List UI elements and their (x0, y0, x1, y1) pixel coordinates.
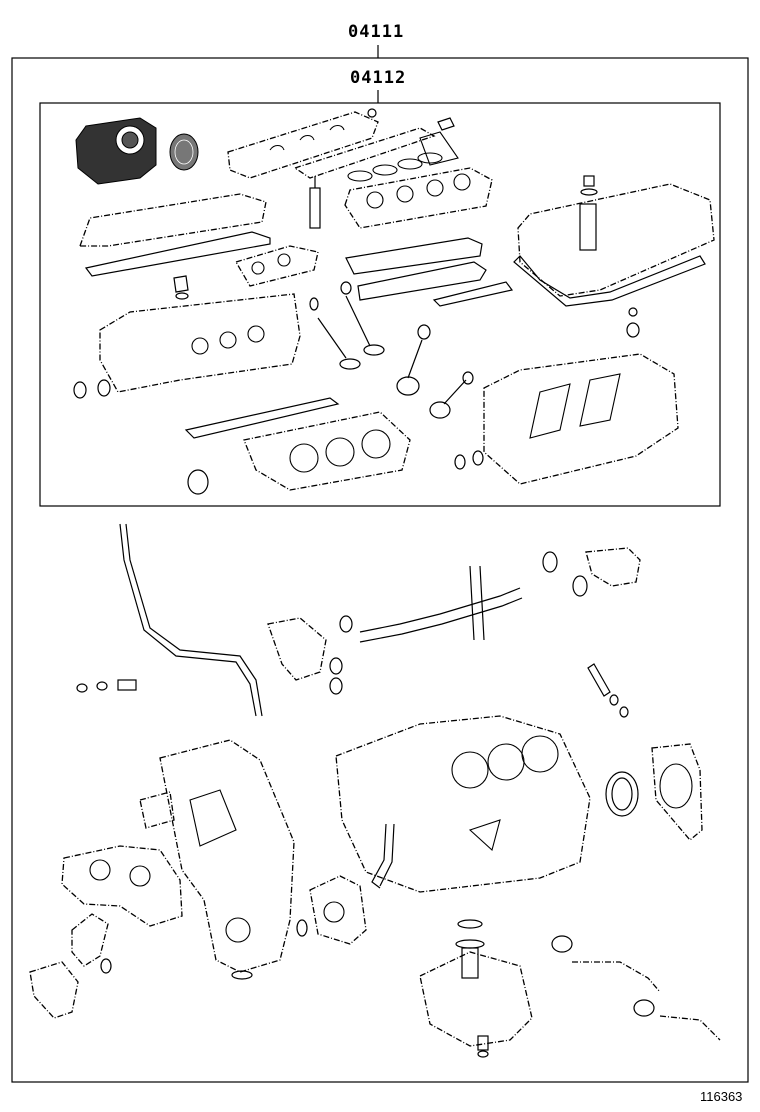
pcv-gasket[interactable] (432, 281, 514, 307)
exhaust-manifold-gasket-left[interactable] (235, 245, 319, 287)
plenum-o-ring[interactable] (367, 108, 377, 118)
valve-cover-left[interactable] (79, 193, 267, 247)
valve-cover-gasket-left[interactable] (84, 231, 271, 277)
inner-part-number-label[interactable]: 04112 (350, 68, 407, 88)
intake-plenum-gasket[interactable] (227, 111, 379, 179)
throttle-gasket-mesh[interactable] (169, 133, 199, 171)
valve-cover-right[interactable] (517, 183, 715, 297)
oil-strainer-pipe[interactable] (371, 823, 395, 889)
exhaust-valve[interactable] (340, 281, 385, 356)
intake-manifold-gasket-right[interactable] (293, 127, 459, 179)
oil-pump[interactable] (309, 875, 367, 945)
intake-port-gasket-set[interactable] (347, 152, 443, 182)
o-ring-set-pipe[interactable] (329, 615, 353, 695)
camshaft-seal[interactable] (173, 275, 189, 300)
figure-number: 116363 (700, 1089, 743, 1104)
water-inlet-housing[interactable] (267, 617, 327, 681)
cylinder-head-gasket[interactable] (243, 411, 411, 491)
oil-pan[interactable] (419, 919, 533, 1047)
cylinder-head-right[interactable] (483, 353, 679, 485)
outer-kit-frame (11, 57, 749, 1083)
exhaust-manifold-gasket-right[interactable] (345, 237, 487, 301)
plug-seal-left[interactable] (73, 379, 111, 399)
oil-filter-bracket[interactable] (29, 961, 79, 1019)
valve-stem-seal[interactable] (396, 324, 431, 396)
water-inlet-pipe[interactable] (572, 961, 721, 1041)
stud-bolt[interactable] (437, 117, 455, 131)
water-hose-gasket-left[interactable] (551, 935, 655, 1017)
oil-filter[interactable] (71, 913, 112, 974)
intake-manifold[interactable] (344, 167, 493, 229)
plug-tube-seal-right[interactable] (626, 307, 640, 338)
rear-oil-seal-retainer-gasket[interactable] (651, 743, 703, 841)
valve-cover-gasket-right[interactable] (513, 255, 706, 307)
rear-oil-seal[interactable] (605, 771, 639, 817)
cylinder-head-left[interactable] (99, 293, 301, 393)
outer-part-number-label[interactable]: 04111 (348, 22, 405, 42)
throttle-body[interactable] (75, 117, 157, 185)
spark-plug-tube-gasket[interactable] (454, 450, 484, 470)
oil-drain-plug[interactable] (477, 1035, 489, 1058)
oil-jet-and-gasket[interactable] (587, 663, 629, 718)
water-outlet-gasket[interactable] (542, 551, 588, 597)
crank-seal-gasket-small[interactable] (231, 970, 253, 980)
oil-level-gauge-guide[interactable] (119, 523, 263, 717)
oil-control-valve[interactable] (429, 371, 474, 419)
inner-kit-frame (39, 102, 721, 507)
oil-pressure-switch-set[interactable] (76, 679, 137, 693)
timing-chain-cover[interactable] (159, 739, 295, 973)
intake-valve[interactable] (309, 297, 361, 370)
oil-pump-gasket-ring[interactable] (296, 919, 308, 937)
oil-filler-cap[interactable] (580, 175, 598, 196)
cylinder-block[interactable] (335, 715, 591, 893)
water-pump-gasket[interactable] (139, 791, 175, 829)
water-outlet[interactable] (585, 547, 641, 587)
water-bypass-pipe[interactable] (359, 565, 523, 643)
fuel-injector[interactable] (309, 176, 321, 229)
front-crank-seal-small[interactable] (187, 469, 209, 495)
timing-cover-gasket[interactable] (61, 845, 183, 927)
head-gasket-left[interactable] (184, 397, 340, 439)
